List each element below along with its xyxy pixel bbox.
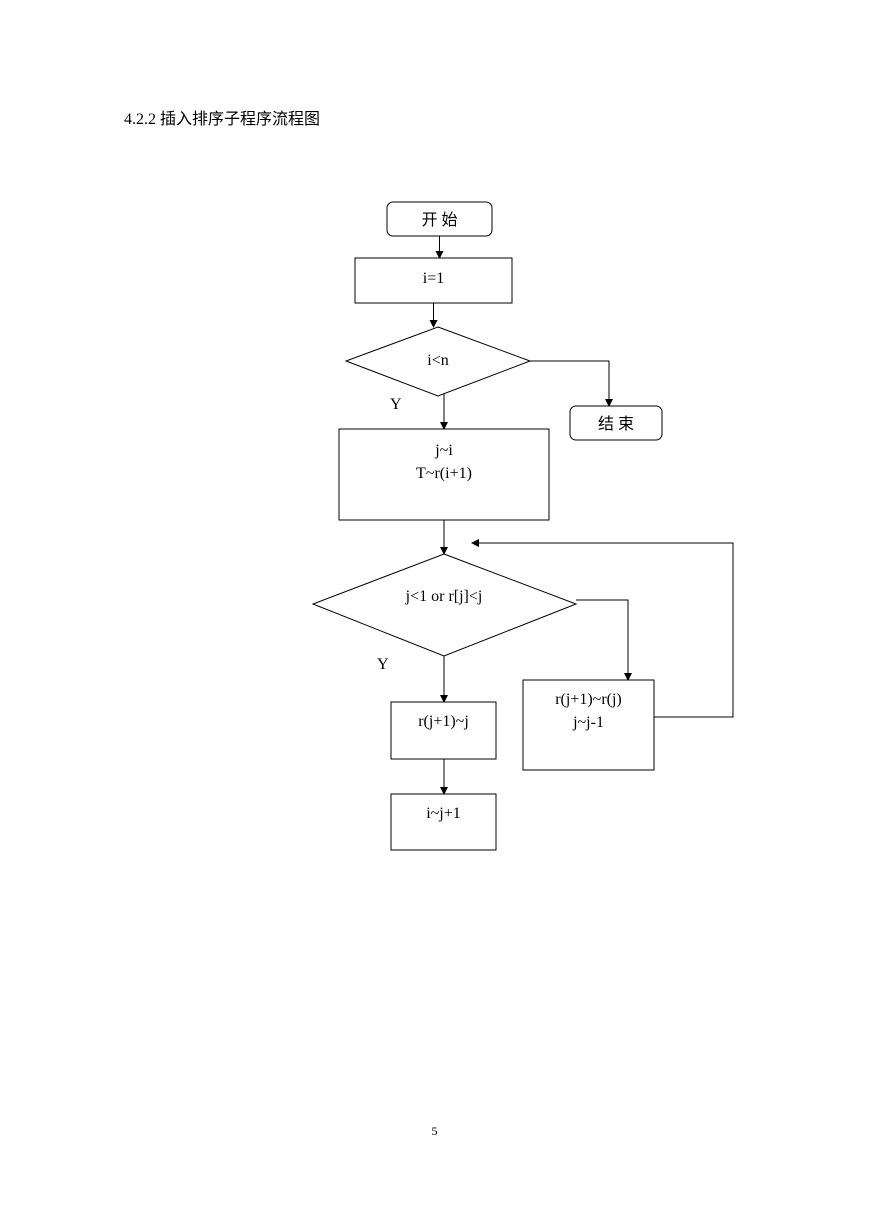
outer-yes-label: Y — [390, 396, 402, 413]
outer-condition-node: i<n — [344, 326, 532, 397]
page-number: 5 — [431, 1124, 438, 1138]
end-node: 结 束 — [569, 405, 663, 441]
next-label: i~j+1 — [426, 805, 461, 822]
arrow-outer-condition-to-end — [530, 360, 613, 407]
inner-yes-label: Y — [377, 656, 389, 673]
inner-condition-node: j<1 or r[j]<j — [311, 553, 578, 657]
start-label: 开 始 — [421, 211, 457, 229]
insert-node: r(j+1)~j — [390, 701, 497, 760]
end-label: 结 束 — [598, 415, 634, 433]
arrow-loop-back — [471, 539, 734, 718]
assign-label-line1: j~i — [434, 442, 453, 459]
next-node: i~j+1 — [390, 793, 497, 851]
shift-label-line1: r(j+1)~r(j) — [555, 691, 622, 708]
shift-node: r(j+1)~r(j) j~j-1 — [522, 679, 655, 771]
page-heading: 4.2.2 插入排序子程序流程图 — [124, 111, 321, 128]
shift-label-line2: j~j-1 — [572, 714, 604, 731]
start-node: 开 始 — [386, 201, 493, 237]
assign-node: j~i T~r(i+1) — [338, 428, 550, 521]
assign-label-line2: T~r(i+1) — [416, 465, 472, 482]
init-label: i=1 — [423, 270, 444, 287]
insert-label: r(j+1)~j — [418, 713, 469, 730]
inner-condition-label: j<1 or r[j]<j — [405, 588, 483, 605]
init-node: i=1 — [354, 257, 513, 304]
outer-condition-label: i<n — [427, 352, 448, 369]
arrow-inner-condition-to-shift — [576, 599, 632, 681]
